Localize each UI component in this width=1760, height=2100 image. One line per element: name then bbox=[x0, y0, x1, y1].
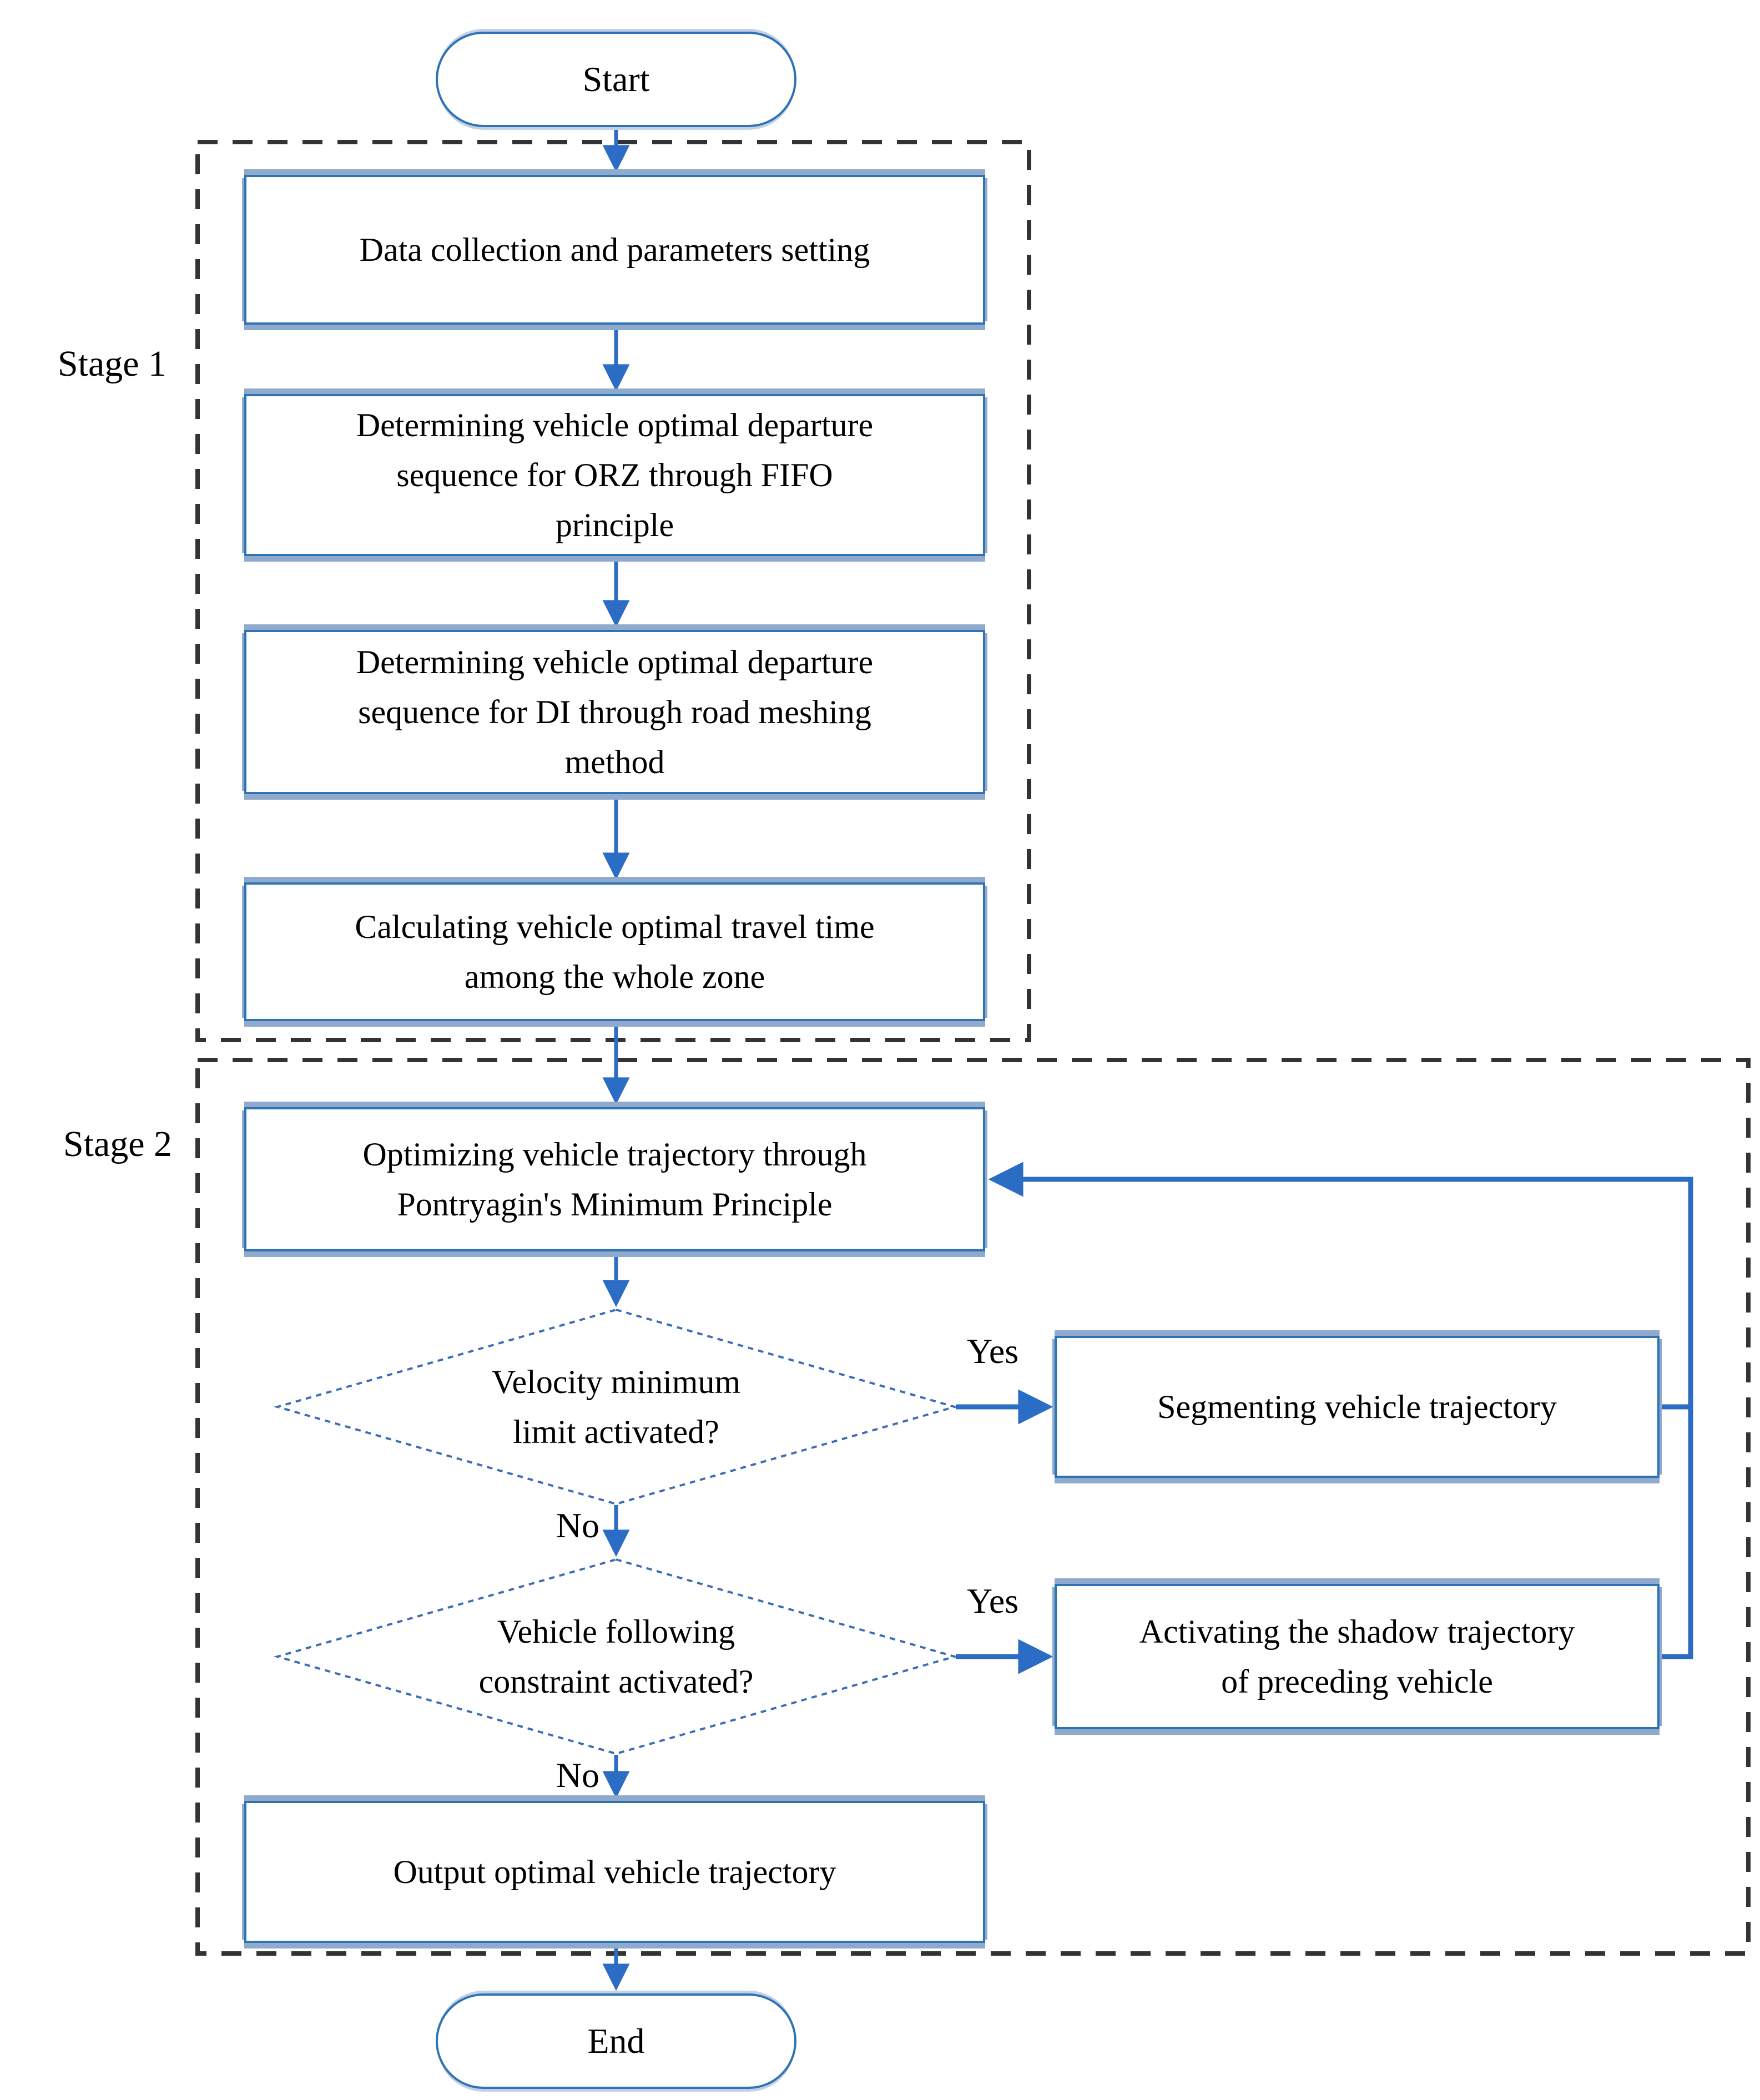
decision-following-diamond bbox=[273, 1558, 959, 1755]
start-terminal: Start bbox=[436, 32, 796, 127]
stage1-label: Stage 1 bbox=[57, 344, 167, 384]
process-segment-trajectory: Segmenting vehicle trajectory bbox=[1055, 1336, 1660, 1478]
decision-velocity-diamond bbox=[273, 1308, 959, 1506]
process-departure-di-meshing: Determining vehicle optimal departure se… bbox=[244, 630, 985, 794]
edge-label-yes-following: Yes bbox=[967, 1581, 1019, 1621]
process-travel-time: Calculating vehicle optimal travel time … bbox=[244, 882, 985, 1021]
process-data-collection: Data collection and parameters setting bbox=[244, 175, 985, 325]
end-terminal: End bbox=[436, 1993, 796, 2089]
edge-label-no-velocity: No bbox=[556, 1506, 599, 1545]
process-optimize-trajectory: Optimizing vehicle trajectory through Po… bbox=[244, 1107, 985, 1251]
edge-label-yes-velocity: Yes bbox=[967, 1331, 1019, 1371]
process-output-trajectory: Output optimal vehicle trajectory bbox=[244, 1801, 985, 1943]
stage1-dashed-box bbox=[195, 140, 1031, 1042]
edge-label-no-following: No bbox=[556, 1755, 599, 1795]
feedback-line-to-optimize bbox=[988, 1162, 1693, 1659]
decision-velocity-label: Velocity minimum limit activated? bbox=[491, 1364, 741, 1450]
stage2-label: Stage 2 bbox=[63, 1124, 173, 1164]
stage2-dashed-box bbox=[195, 1058, 1751, 1956]
decision-following-label: Vehicle following constraint activated? bbox=[478, 1613, 754, 1700]
process-shadow-trajectory: Activating the shadow trajectory of prec… bbox=[1055, 1584, 1660, 1729]
process-departure-orz-fifo: Determining vehicle optimal departure se… bbox=[244, 394, 985, 556]
